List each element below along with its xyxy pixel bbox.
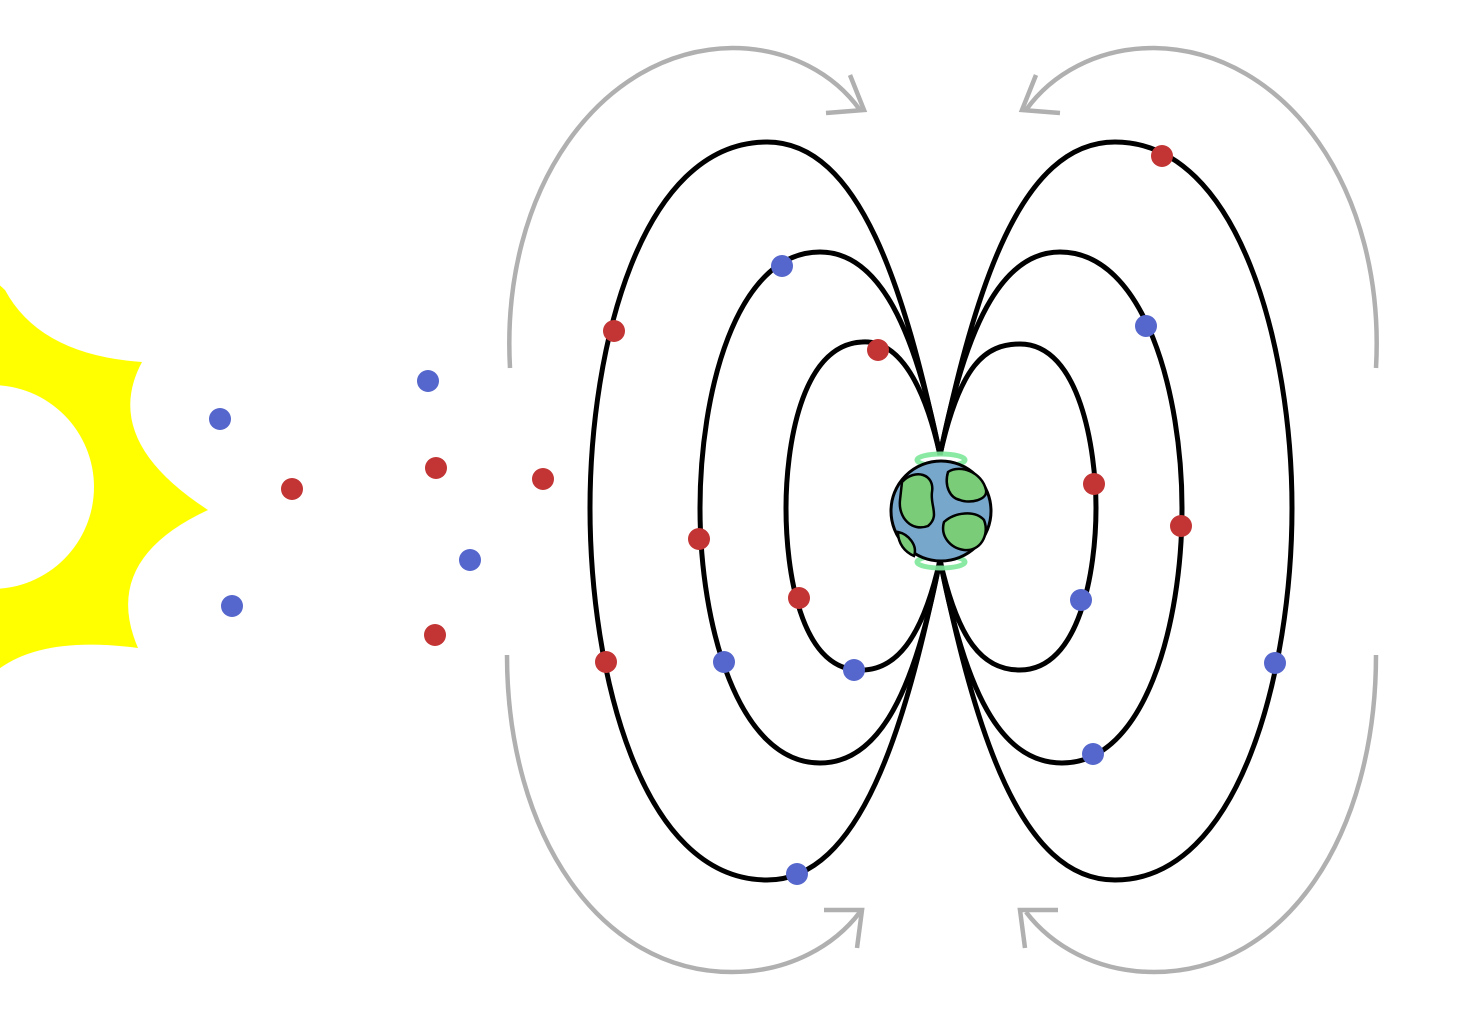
positive-particle [425, 457, 447, 479]
negative-particle [1082, 743, 1104, 765]
negative-particle [786, 863, 808, 885]
sun-icon [0, 285, 208, 669]
earth-icon [889, 451, 993, 571]
negative-particle [1070, 589, 1092, 611]
positive-particle [1151, 145, 1173, 167]
positive-particle [603, 320, 625, 342]
circulation-arrow-bottom-right [1024, 654, 1379, 975]
negative-particle [771, 255, 793, 277]
particles [209, 145, 1286, 885]
positive-particle [867, 339, 889, 361]
positive-particle [688, 528, 710, 550]
sun-rays [0, 285, 208, 669]
circulation-arrow-top-right [1024, 45, 1379, 369]
positive-particle [281, 478, 303, 500]
positive-particle [532, 468, 554, 490]
positive-particle [595, 651, 617, 673]
circulation-arrows [504, 45, 1379, 975]
positive-particle [1170, 515, 1192, 537]
negative-particle [209, 408, 231, 430]
arrowhead-bottom-left [824, 907, 865, 949]
negative-particle [459, 549, 481, 571]
earth-continent [896, 530, 917, 558]
arrowhead-top-right [1018, 74, 1061, 116]
arrowhead-bottom-right [1017, 907, 1058, 949]
positive-particle [1083, 473, 1105, 495]
negative-particle [843, 659, 865, 681]
negative-particle [221, 595, 243, 617]
negative-particle [713, 651, 735, 673]
magnetic-field-line-left-outer [587, 139, 943, 883]
magnetic-field-line-right-inner [937, 341, 1099, 673]
positive-particle [788, 587, 810, 609]
earth-continent [898, 473, 936, 529]
earth-continent [945, 467, 988, 503]
negative-particle [1264, 652, 1286, 674]
magnetic-field-line-right-middle [937, 249, 1185, 766]
sun-core [0, 385, 94, 589]
negative-particle [417, 370, 439, 392]
magnetic-field-line-right-outer [937, 139, 1295, 883]
field-lines [587, 139, 1295, 883]
arrowhead-top-left [825, 74, 868, 116]
circulation-arrow-top-left [507, 45, 862, 369]
negative-particle [1135, 315, 1157, 337]
magnetic-field-line-left-middle [697, 249, 943, 766]
earth-continent [941, 512, 987, 552]
positive-particle [424, 624, 446, 646]
circulation-arrow-bottom-left [504, 654, 862, 975]
